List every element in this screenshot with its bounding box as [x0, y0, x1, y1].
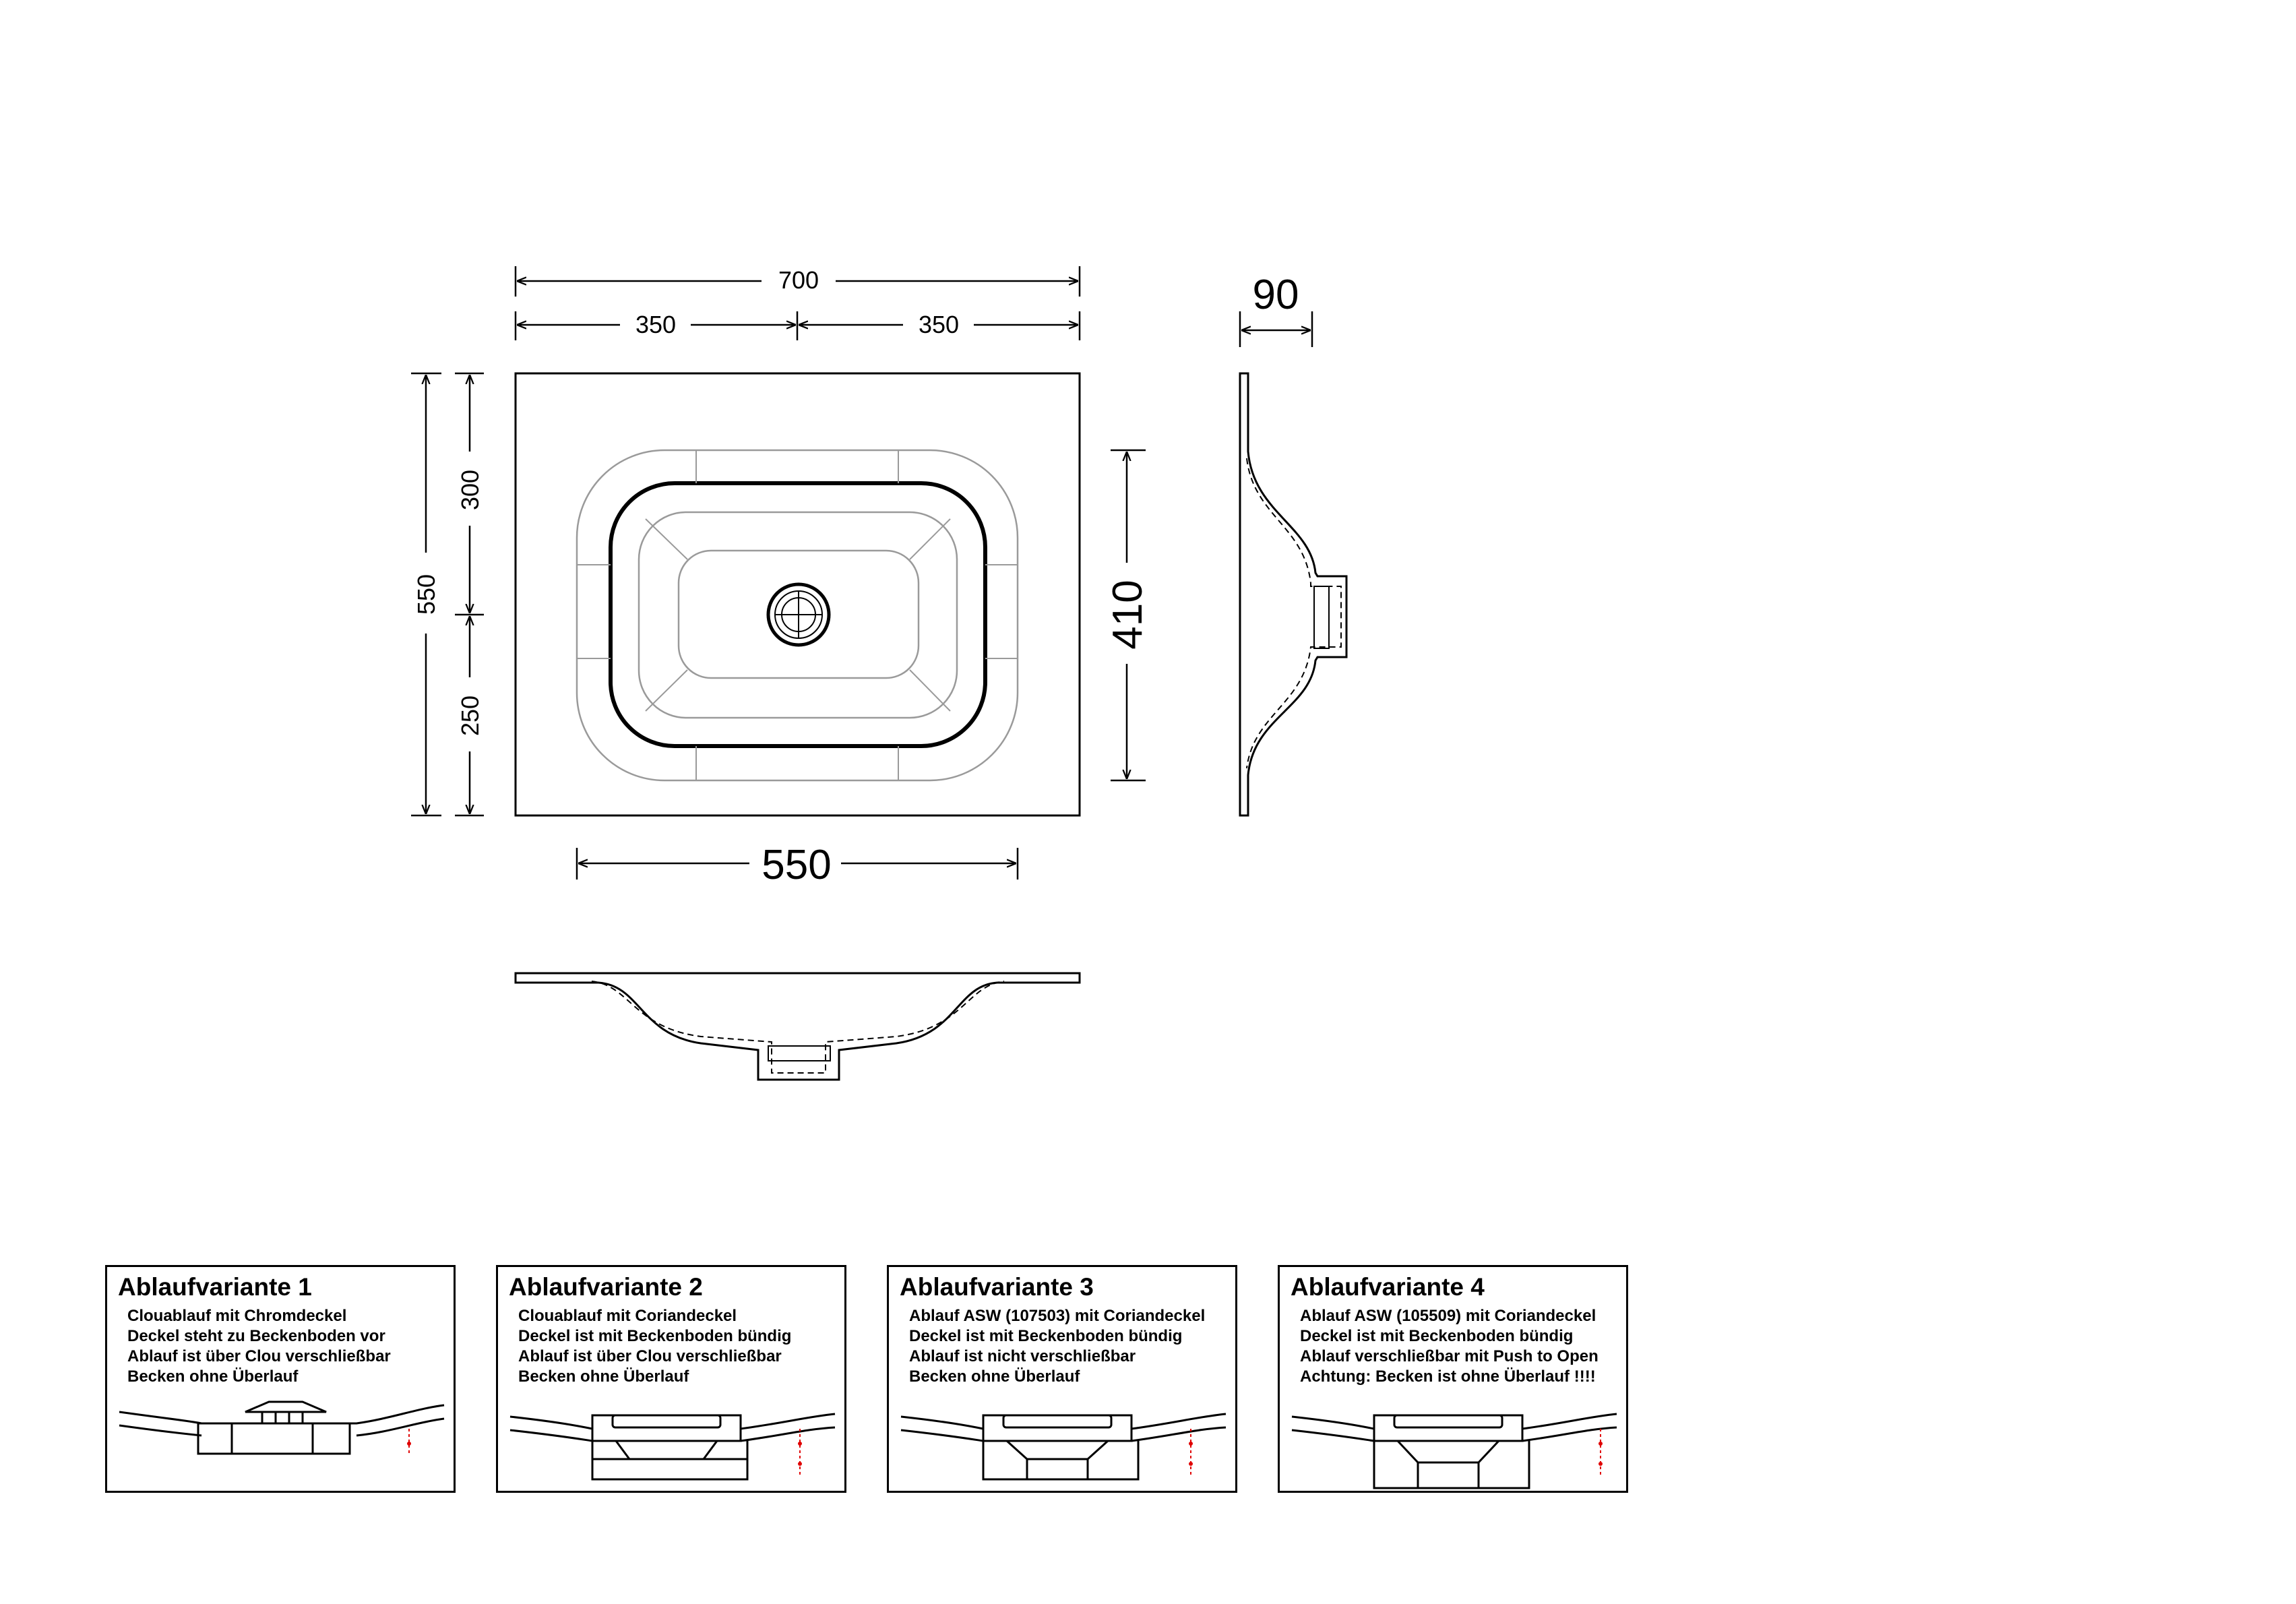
variant-line: Ablauf verschließbar mit Push to Open	[1300, 1347, 1599, 1365]
drain-icon	[766, 582, 831, 647]
variant-3-section	[900, 1413, 1227, 1481]
basin-floor	[677, 549, 920, 679]
variant-line: Deckel ist mit Beckenboden bündig	[518, 1327, 792, 1345]
variant-line: Ablauf ist nicht verschließbar	[909, 1347, 1136, 1365]
top-view	[514, 372, 1081, 817]
dimension-lines	[411, 266, 1313, 880]
variant-line: Ablauf ASW (107503) mit Coriandeckel	[909, 1307, 1206, 1325]
dimension-labels: 700 350 350 550 300 250 410 550 90	[412, 266, 1299, 888]
side-drain-body	[1313, 586, 1330, 649]
side-section-view	[1239, 372, 1348, 817]
dim-depth-front: 250	[456, 696, 484, 736]
variant-line: Deckel ist mit Beckenboden bündig	[909, 1327, 1183, 1345]
variant-line: Becken ohne Überlauf	[127, 1367, 299, 1386]
variant-panel-2: Ablaufvariante 2 Clouablauf mit Coriande…	[496, 1265, 846, 1493]
variant-line: Clouablauf mit Coriandeckel	[518, 1307, 737, 1325]
dim-total-depth: 550	[412, 574, 440, 615]
side-section-inner	[1246, 458, 1342, 769]
dim-total-width: 700	[778, 266, 819, 294]
countertop-outline	[514, 372, 1081, 817]
variant-line: Becken ohne Überlauf	[518, 1367, 689, 1386]
variant-line: Ablauf ist über Clou verschließbar	[518, 1347, 782, 1365]
variant-panel-3: Ablaufvariante 3 Ablauf ASW (107503) mit…	[887, 1265, 1237, 1493]
front-section-inner	[591, 981, 1005, 1074]
front-section-outer	[514, 972, 1081, 1081]
variant-title: Ablaufvariante 3	[900, 1273, 1094, 1301]
variant-line: Achtung: Becken ist ohne Überlauf !!!!	[1300, 1367, 1596, 1386]
variant-1-section	[119, 1400, 445, 1455]
variant-description: Clouablauf mit Coriandeckel Deckel ist m…	[518, 1306, 791, 1387]
dim-half-width-right: 350	[919, 311, 959, 338]
variant-line: Ablauf ist über Clou verschließbar	[127, 1347, 391, 1365]
dim-depth-rear: 300	[456, 470, 484, 510]
side-section-outer	[1239, 372, 1348, 817]
variant-panel-4: Ablaufvariante 4 Ablauf ASW (105509) mit…	[1278, 1265, 1628, 1493]
variant-line: Deckel steht zu Beckenboden vor	[127, 1327, 385, 1345]
variant-title: Ablaufvariante 1	[118, 1273, 312, 1301]
variant-description: Clouablauf mit Chromdeckel Deckel steht …	[127, 1306, 391, 1387]
variant-description: Ablauf ASW (107503) mit Coriandeckel Dec…	[909, 1306, 1205, 1387]
red-marker-icon	[407, 1429, 411, 1454]
basin-slope	[638, 511, 958, 719]
dim-basin-depth: 410	[1105, 580, 1151, 649]
basin-edge	[609, 481, 987, 748]
variant-4-section	[1291, 1413, 1617, 1489]
variant-2-section	[509, 1413, 836, 1481]
variant-line: Clouablauf mit Chromdeckel	[127, 1307, 347, 1325]
variant-title: Ablaufvariante 4	[1291, 1273, 1485, 1301]
variant-panel-1: Ablaufvariante 1 Clouablauf mit Chromdec…	[105, 1265, 456, 1493]
basin-facet-lines	[577, 450, 1018, 780]
variant-line: Ablauf ASW (105509) mit Coriandeckel	[1300, 1307, 1596, 1325]
red-marker-icon	[1189, 1429, 1193, 1477]
dim-height: 90	[1253, 272, 1299, 318]
dim-basin-width: 550	[762, 842, 831, 888]
variant-line: Deckel ist mit Beckenboden bündig	[1300, 1327, 1574, 1345]
variant-description: Ablauf ASW (105509) mit Coriandeckel Dec…	[1300, 1306, 1599, 1387]
red-marker-icon	[798, 1429, 802, 1477]
red-marker-icon	[1599, 1429, 1603, 1477]
variant-line: Becken ohne Überlauf	[909, 1367, 1080, 1386]
front-section-view	[514, 972, 1081, 1081]
basin-outer-rim	[576, 449, 1019, 782]
front-drain-body	[768, 1045, 831, 1061]
dim-half-width-left: 350	[635, 311, 676, 338]
variant-title: Ablaufvariante 2	[509, 1273, 703, 1301]
